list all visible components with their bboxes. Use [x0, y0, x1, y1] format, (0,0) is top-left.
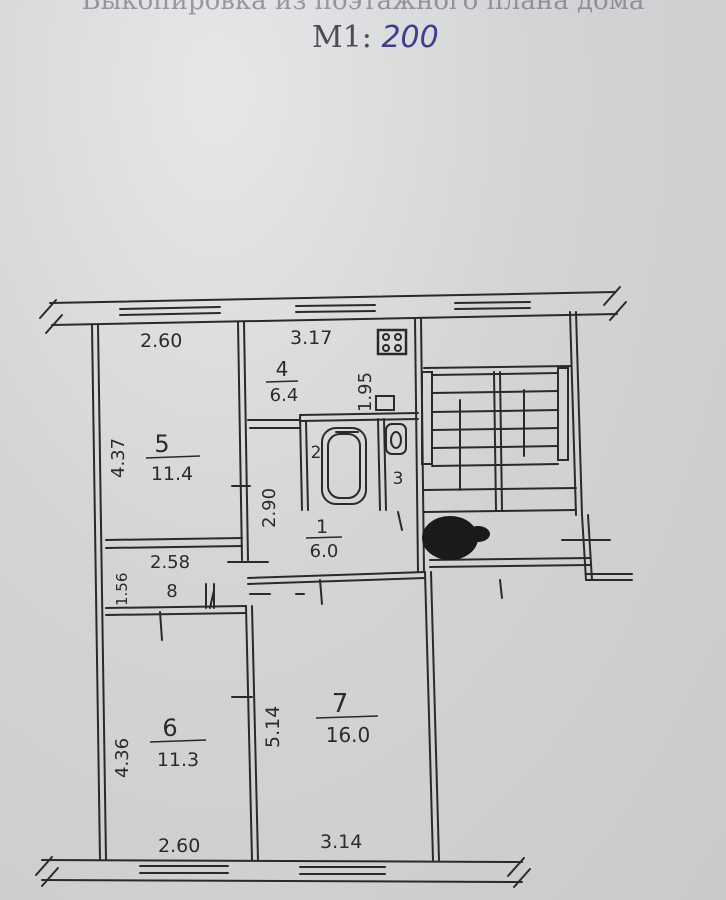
room-number: 4 — [276, 357, 289, 381]
dim-bottom-left-width: 2.60 — [158, 835, 200, 857]
dim-room4-width: 3.17 — [290, 327, 332, 349]
room-area: 6.0 — [310, 541, 339, 562]
ink-blot — [422, 516, 478, 560]
dim-room8-height: 1.56 — [113, 573, 131, 606]
room-8-label: 8 — [166, 581, 177, 602]
dim-room4-height: 1.95 — [355, 372, 376, 412]
left-wall — [91, 324, 107, 861]
room-number: 8 — [166, 581, 177, 602]
stair-core — [421, 311, 633, 599]
bathtub — [321, 427, 367, 505]
scale-value: 200 — [381, 20, 439, 55]
room-divider — [149, 739, 207, 743]
room-area: 16.0 — [326, 723, 371, 747]
scale-prefix: М1: — [312, 20, 372, 55]
room-number: 7 — [332, 689, 349, 719]
stove-icon — [376, 328, 408, 356]
room-number: 1 — [316, 516, 328, 538]
room-number: 5 — [154, 430, 169, 458]
scale-label: М1: 200 — [312, 20, 439, 55]
room-1-label: 1 6.0 — [305, 516, 343, 562]
room-area: 11.3 — [157, 749, 199, 771]
interior-walls — [105, 317, 440, 861]
room-divider — [305, 536, 343, 539]
room-5-label: 5 11.4 — [145, 430, 201, 485]
room-6-label: 6 11.3 — [149, 714, 207, 771]
room-4-label: 4 6.4 — [265, 357, 299, 406]
ink-blot-edge — [466, 526, 490, 542]
dim-room8-width: 2.58 — [150, 552, 190, 573]
dim-bottom-right-width: 3.14 — [320, 831, 362, 853]
sink-icon — [375, 395, 395, 411]
room-number: 2 — [311, 443, 322, 463]
toilet — [385, 423, 407, 455]
dim-room5-height: 4.37 — [108, 438, 129, 478]
dim-room6-height: 4.36 — [112, 738, 133, 778]
room-2-label: 2 — [311, 443, 322, 463]
dim-room5-width: 2.60 — [140, 330, 182, 352]
room-number: 3 — [393, 469, 404, 489]
room-area: 11.4 — [151, 463, 193, 485]
dim-hall-height: 2.90 — [259, 488, 280, 528]
room-divider — [265, 380, 299, 383]
bottom-wall — [35, 856, 531, 888]
room-area: 6.4 — [270, 385, 299, 406]
document-title: Выкопировка из поэтажного плана дома — [81, 0, 645, 16]
room-3-label: 3 — [393, 469, 404, 489]
room-divider — [315, 715, 379, 719]
room-7-label: 7 16.0 — [315, 689, 379, 747]
room-number: 6 — [162, 714, 177, 742]
dim-room7-height: 5.14 — [262, 706, 284, 748]
top-wall — [39, 286, 627, 334]
room-divider — [145, 455, 201, 459]
